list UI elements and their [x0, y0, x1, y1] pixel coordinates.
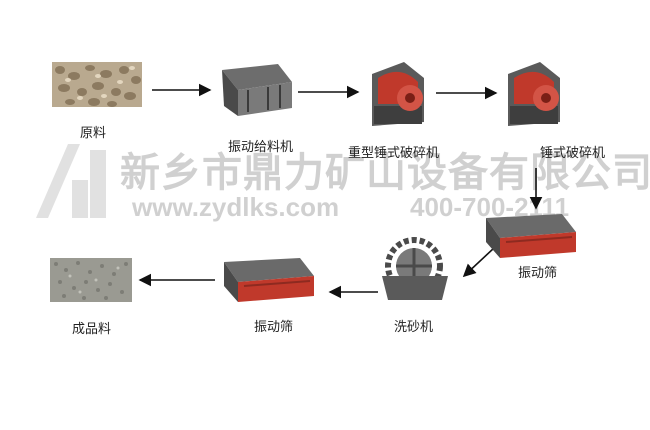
vibrating-screen-icon: [482, 212, 578, 262]
hammer-crusher-icon: [364, 58, 434, 130]
raw-material-icon: [52, 62, 142, 107]
vibrating-screen-icon: [220, 256, 316, 306]
vibrating-feeder-icon: [218, 60, 296, 118]
vibrating-screen-2-label: 振动筛: [254, 320, 294, 335]
arrow-screen1-washer: [462, 247, 495, 278]
hammer-crusher-1-label: 重型锤式破碎机: [348, 146, 440, 161]
finished-product-icon: [50, 258, 132, 302]
sand-washer-icon: [376, 236, 456, 302]
watermark-logo: [28, 140, 112, 220]
watermark-company: 新乡市鼎力矿山设备有限公司: [120, 151, 650, 195]
finished-product-label: 成品料: [72, 322, 112, 337]
vibrating-screen-1-label: 振动筛: [518, 266, 558, 281]
vibrating-feeder-label: 振动给料机: [228, 140, 294, 155]
raw-material-label: 原料: [80, 126, 107, 141]
hammer-crusher-2-label: 锤式破碎机: [540, 146, 606, 161]
watermark-url: www.zydlks.com: [132, 192, 340, 222]
hammer-crusher-icon: [500, 58, 570, 130]
sand-washer-label: 洗砂机: [394, 320, 434, 335]
